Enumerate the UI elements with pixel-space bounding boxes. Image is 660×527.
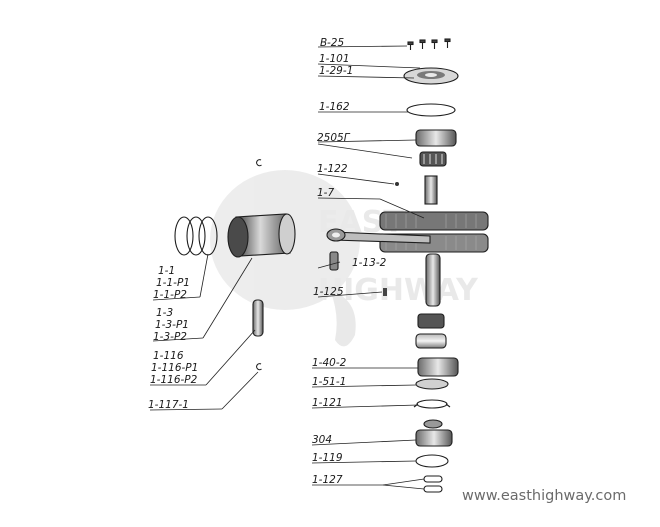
pin-1-122: [395, 182, 399, 186]
crankshaft: [326, 175, 489, 307]
label-1-162: 1-162: [319, 101, 350, 113]
piston: [227, 213, 296, 258]
ring-1-51-1: [415, 378, 449, 390]
pins-1-127: [423, 475, 443, 493]
label-1-7: 1-7: [317, 187, 334, 199]
lock-washer-1-121: [413, 399, 451, 409]
label-1-116-p2: 1-116-P2: [150, 374, 198, 386]
bearing-304: [415, 419, 453, 447]
label-1-101: 1-101: [319, 53, 350, 65]
label-1-40-2: 1-40-2: [312, 357, 347, 369]
bearing-2505g: [415, 129, 457, 167]
label-1-51-1: 1-51-1: [312, 376, 346, 388]
piston-pin: [252, 299, 264, 337]
key-1-125: [383, 288, 387, 296]
small-clip-bottom: [256, 363, 262, 371]
label-304: 304: [312, 434, 332, 446]
piston-rings: [174, 216, 218, 256]
leader-lines: [149, 45, 425, 490]
label-1-3-p1: 1-3-P1: [155, 319, 189, 331]
label-1-119: 1-119: [312, 452, 343, 464]
cover-plate: [403, 67, 459, 85]
label-1-117-1: 1-117-1: [148, 399, 189, 411]
label-1-127: 1-127: [312, 474, 343, 486]
label-1-13-2: 1-13-2: [352, 257, 387, 269]
gasket-ring: [406, 103, 456, 117]
label-1-122: 1-122: [317, 163, 348, 175]
watermark-url: www.easthighway.com: [462, 488, 626, 504]
label-1-116: 1-116: [153, 350, 184, 362]
label-1-1: 1-1: [158, 265, 175, 277]
label-1-29-1: 1-29-1: [319, 65, 353, 77]
small-clip-top: [256, 159, 262, 167]
label-1-1-p2: 1-1-P2: [153, 289, 187, 301]
label-1-1-p1: 1-1-P1: [156, 277, 190, 289]
label-1-121: 1-121: [312, 397, 343, 409]
svg-text:HIGHWAY: HIGHWAY: [318, 273, 479, 308]
lower-bearings: [415, 313, 459, 377]
label-1-3-p2: 1-3-P2: [153, 331, 187, 343]
label-1-125: 1-125: [313, 286, 344, 298]
circlip-1-119: [415, 454, 449, 468]
screw-set-b25: [407, 38, 451, 50]
label-b25: B-25: [320, 37, 344, 49]
label-1-116-p1: 1-116-P1: [151, 362, 198, 374]
label-1-3: 1-3: [156, 307, 173, 319]
label-2505g: 2505Г: [317, 132, 351, 144]
pin-1-13-2: [329, 251, 339, 271]
